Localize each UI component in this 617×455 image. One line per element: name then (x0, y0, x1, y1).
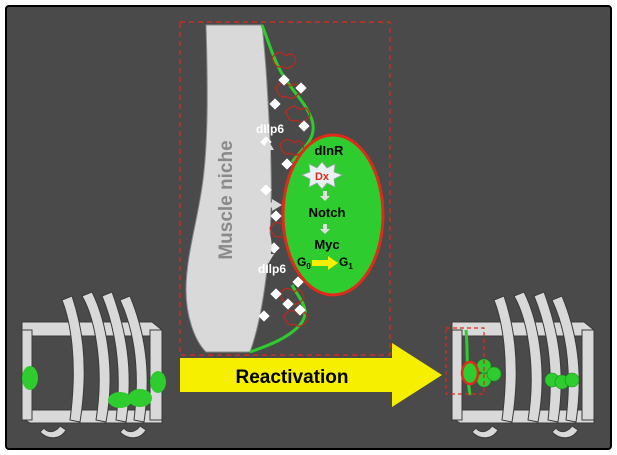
niche-label: Muscle niche (216, 140, 237, 259)
inset-box (179, 21, 391, 356)
muscle-fiber (451, 329, 463, 421)
right-muscle-diagram (445, 291, 595, 439)
diamond-icon (270, 210, 282, 222)
dx-label: Dx (315, 171, 330, 183)
muscle-fiber (101, 291, 130, 423)
left-muscle-diagram (21, 291, 166, 439)
ligand-label-top: dIlp6 (256, 122, 284, 136)
ligand-label-bottom: dIlp6 (258, 262, 286, 276)
reactivation-arrow (180, 343, 442, 407)
arrowheads (262, 140, 282, 264)
ligand-particles (258, 74, 310, 322)
muscle-fiber (39, 425, 67, 439)
muscle-fiber (513, 291, 543, 423)
notch-label: Notch (309, 205, 346, 220)
reactivation-label: Reactivation (236, 367, 349, 388)
curved-arrow-icon (255, 147, 275, 258)
diamond-icon (281, 158, 293, 170)
diamond-icon (260, 184, 272, 196)
glial-line-bottom (249, 284, 307, 354)
yellow-arrow-icon (312, 256, 338, 270)
muscle-fiber (81, 291, 111, 423)
muscle-niche (185, 24, 272, 353)
stem-cell-small (460, 360, 480, 386)
muscle-fiber (533, 291, 562, 423)
g1-label: G1 (339, 255, 353, 271)
muscle-fiber (471, 425, 499, 439)
diamond-icon (294, 304, 306, 316)
star-burst-icon (301, 161, 343, 190)
inset-box-small (445, 327, 485, 395)
diamond-icon (292, 276, 304, 288)
diamond-icon (282, 298, 294, 310)
muscle-fiber (61, 295, 85, 423)
g0-label: G0 (297, 255, 311, 271)
diamond-icon (258, 310, 270, 322)
muscle-fiber (551, 295, 580, 423)
pathway-arrows (320, 191, 330, 234)
muscle-fiber (581, 329, 595, 421)
receptor-label: dInR (315, 143, 344, 158)
diamond-icon (270, 288, 282, 300)
muscle-fiber (551, 425, 579, 439)
myc-label: Myc (314, 237, 339, 252)
muscle-fiber (119, 425, 147, 439)
muscle-fiber (493, 295, 517, 423)
